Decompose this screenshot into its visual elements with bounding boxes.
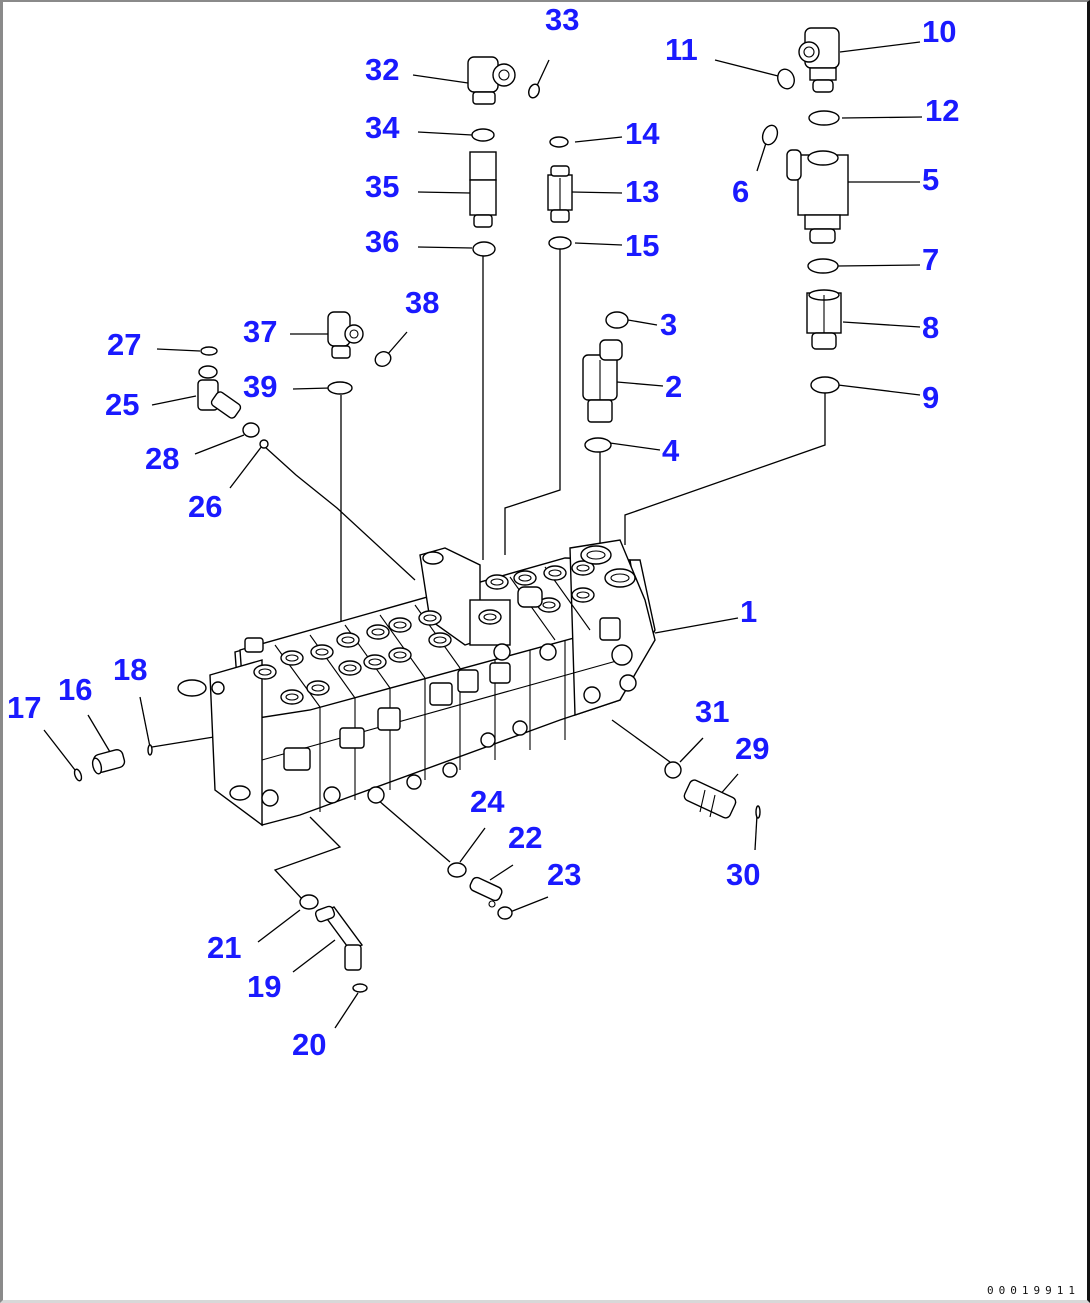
label-5: 5 — [922, 162, 939, 197]
o-ring-31 — [664, 761, 682, 779]
label-34: 34 — [365, 110, 400, 145]
label-6: 6 — [732, 174, 749, 209]
label-29: 29 — [735, 731, 769, 766]
part-labels: 1 2 3 4 5 6 7 8 9 10 11 12 13 14 15 16 1… — [7, 2, 959, 1062]
o-ring-12 — [808, 110, 840, 126]
drawing-code: 00019911 — [987, 1284, 1080, 1297]
label-33: 33 — [545, 2, 579, 37]
o-ring-14 — [549, 136, 569, 148]
elbow-pipe-19 — [314, 905, 364, 971]
label-20: 20 — [292, 1027, 326, 1062]
adapter-13 — [547, 165, 573, 223]
o-ring-3 — [605, 311, 629, 329]
label-19: 19 — [247, 969, 281, 1004]
label-16: 16 — [58, 672, 92, 707]
elbow-fitting-25 — [197, 365, 242, 419]
o-ring-18 — [147, 744, 153, 756]
o-ring-21 — [299, 894, 319, 910]
label-11: 11 — [665, 32, 698, 67]
label-24: 24 — [470, 784, 505, 819]
o-ring-24 — [447, 862, 467, 878]
o-ring-23 — [497, 906, 513, 920]
control-valve-body-1 — [177, 539, 656, 827]
label-9: 9 — [922, 380, 939, 415]
o-ring-17 — [73, 768, 83, 782]
label-18: 18 — [113, 652, 147, 687]
label-30: 30 — [726, 857, 760, 892]
leader-lines — [43, 41, 923, 1029]
label-36: 36 — [365, 224, 399, 259]
label-1: 1 — [740, 594, 757, 629]
o-ring-33 — [528, 83, 540, 99]
connector-22 — [469, 876, 503, 908]
label-21: 21 — [207, 930, 241, 965]
o-ring-27 — [200, 346, 218, 356]
label-22: 22 — [508, 820, 542, 855]
small-parts — [73, 27, 849, 993]
o-ring-9 — [810, 376, 840, 394]
o-ring-34 — [471, 128, 495, 142]
elbow-fitting-32 — [467, 56, 516, 105]
label-39: 39 — [243, 369, 277, 404]
o-ring-7 — [807, 258, 839, 274]
adapter-35 — [469, 151, 497, 228]
label-17: 17 — [7, 690, 41, 725]
label-2: 2 — [665, 369, 682, 404]
adapter-8 — [806, 289, 842, 350]
elbow-fitting-37 — [327, 311, 364, 359]
o-ring-4 — [584, 437, 612, 453]
label-32: 32 — [365, 52, 399, 87]
plug-26 — [259, 439, 269, 449]
label-37: 37 — [243, 314, 277, 349]
label-31: 31 — [695, 694, 729, 729]
label-7: 7 — [922, 242, 939, 277]
label-12: 12 — [925, 93, 959, 128]
adapter-block-5 — [786, 149, 849, 244]
o-ring-38 — [374, 351, 392, 367]
o-ring-15 — [548, 236, 572, 250]
o-ring-6 — [761, 124, 779, 146]
elbow-fitting-10 — [798, 27, 840, 93]
label-14: 14 — [625, 116, 660, 151]
o-ring-28 — [242, 422, 260, 438]
label-13: 13 — [625, 174, 659, 209]
o-ring-30 — [755, 805, 761, 819]
o-ring-11 — [777, 68, 795, 90]
label-4: 4 — [662, 433, 680, 468]
o-ring-20 — [352, 983, 368, 993]
label-10: 10 — [922, 14, 956, 49]
elbow-fitting-2 — [582, 339, 623, 423]
label-8: 8 — [922, 310, 939, 345]
connector-29 — [683, 779, 737, 819]
connector-16 — [91, 749, 126, 775]
label-23: 23 — [547, 857, 581, 892]
label-15: 15 — [625, 228, 659, 263]
side-plugs — [211, 586, 637, 807]
label-3: 3 — [660, 307, 677, 342]
label-27: 27 — [107, 327, 141, 362]
o-ring-36 — [472, 241, 496, 257]
label-25: 25 — [105, 387, 139, 422]
label-26: 26 — [188, 489, 222, 524]
valve-ports — [253, 545, 636, 705]
label-28: 28 — [145, 441, 179, 476]
label-38: 38 — [405, 285, 439, 320]
label-35: 35 — [365, 169, 399, 204]
o-ring-39 — [327, 381, 353, 395]
